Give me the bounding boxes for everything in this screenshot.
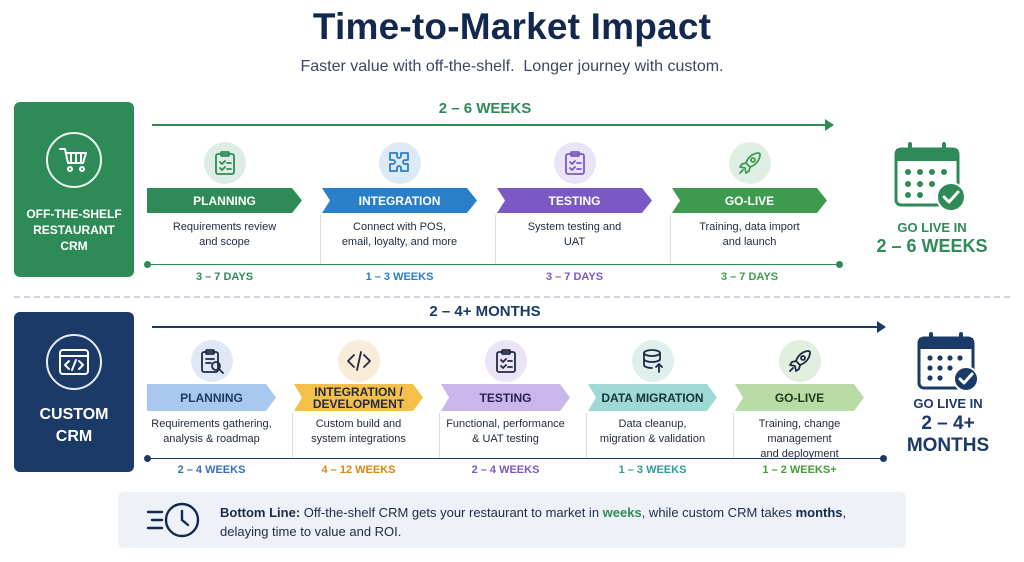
stage-divider [292, 413, 293, 458]
off-shelf-timeline-arrow [152, 119, 834, 131]
off-shelf-baseline-end [836, 261, 843, 268]
stage-testing-chevron: TESTING [497, 188, 652, 213]
page-title: Time-to-Market Impact [312, 6, 712, 47]
stage-integration-duration: 1 – 3 WEEKS [365, 271, 434, 283]
checklist-icon [553, 142, 596, 184]
stage-go-live-duration: 3 – 7 DAYS [720, 271, 779, 283]
stage-planning-duration: 3 – 7 DAYS [195, 271, 254, 283]
custom-panel: CUSTOM CRM [14, 312, 134, 472]
stage-testing-description: System testing and UAT [527, 221, 622, 248]
off-shelf-baseline [147, 264, 841, 265]
custom-panel-label: CUSTOM CRM [39, 406, 109, 445]
bottom-line-callout: Bottom Line: Off-the-shelf CRM gets your… [118, 492, 906, 548]
stage-divider [495, 215, 496, 265]
stage-divider [733, 413, 734, 458]
stage-divider [670, 215, 671, 265]
stage-integration-development-duration: 4 – 12 WEEKS [321, 464, 396, 476]
bottom-line-weeks: weeks [602, 505, 642, 520]
rocket-icon [728, 142, 771, 184]
database-icon [631, 340, 674, 382]
rocket-icon [778, 340, 821, 382]
code-window-icon [46, 334, 102, 390]
stage-data-migration-chevron: DATA MIGRATION [588, 384, 717, 411]
custom-go-live-label: GO LIVE IN [913, 396, 983, 411]
bottom-line-part3: , [842, 505, 847, 520]
stage-integration-development-chevron: INTEGRATION / DEVELOPMENT [294, 384, 423, 411]
checklist-icon [484, 340, 527, 382]
stage-divider [586, 413, 587, 458]
stage-go-live-duration: 1 – 2 WEEKS+ [762, 464, 837, 476]
off-shelf-panel: OFF-THE-SHELF RESTAURANT CRM [14, 102, 134, 277]
stage-integration-description: Connect with POS, email, loyalty, and mo… [341, 221, 458, 248]
stage-divider [320, 215, 321, 265]
clipboard-search-icon [190, 340, 233, 382]
calendar-check-icon [916, 330, 982, 399]
stage-testing-description: Functional, performance & UAT testing [446, 418, 565, 445]
custom-go-live-value: 2 – 4+ MONTHS [906, 413, 990, 456]
stage-integration-chevron: INTEGRATION [322, 188, 477, 213]
bottom-line-part1: Off-the-shelf CRM gets your restaurant t… [303, 505, 603, 520]
section-divider [14, 296, 1010, 298]
fast-clock-icon [146, 500, 202, 545]
bottom-line-part2: , while custom CRM takes [641, 505, 796, 520]
stage-integration-development-description: Custom build and system integrations [311, 418, 406, 445]
stage-planning-chevron: PLANNING [147, 384, 276, 411]
stage-go-live-description: Training, data import and launch [699, 221, 800, 248]
custom-baseline-end [880, 455, 887, 462]
bottom-line-label: Bottom Line: [220, 505, 301, 520]
off-shelf-panel-label: OFF-THE-SHELF RESTAURANT CRM [26, 207, 122, 253]
stage-data-migration-description: Data cleanup, migration & validation [599, 418, 706, 445]
bottom-line-text: Bottom Line: Off-the-shelf CRM gets your… [220, 503, 900, 541]
stage-testing-duration: 2 – 4 WEEKS [471, 464, 540, 476]
stage-go-live-description: Training, change management and deployme… [758, 418, 841, 460]
code-icon [337, 340, 380, 382]
stage-planning-chevron: PLANNING [147, 188, 302, 213]
bottom-line-line2: delaying time to value and ROI. [220, 524, 402, 539]
off-shelf-baseline-start [144, 261, 151, 268]
off-shelf-go-live-value: 2 – 6 WEEKS [876, 236, 988, 256]
stage-data-migration-duration: 1 – 3 WEEKS [618, 464, 687, 476]
stage-go-live-chevron: GO-LIVE [735, 384, 864, 411]
custom-baseline-start [144, 455, 151, 462]
puzzle-icon [378, 142, 421, 184]
custom-timeline-arrow [152, 321, 886, 333]
stage-go-live-chevron: GO-LIVE [672, 188, 827, 213]
off-shelf-total-duration: 2 – 6 WEEKS [438, 100, 532, 117]
off-shelf-go-live-label: GO LIVE IN [897, 220, 967, 235]
calendar-check-icon [893, 140, 969, 219]
page-subtitle: Faster value with off-the-shelf. Longer … [300, 58, 724, 75]
custom-baseline [147, 458, 885, 459]
stage-testing-duration: 3 – 7 DAYS [545, 271, 604, 283]
stage-planning-description: Requirements gathering, analysis & roadm… [151, 418, 272, 445]
clipboard-check-icon [203, 142, 246, 184]
stage-testing-chevron: TESTING [441, 384, 570, 411]
shopping-cart-icon [46, 132, 102, 188]
bottom-line-months: months [795, 505, 843, 520]
stage-divider [439, 413, 440, 458]
custom-total-duration: 2 – 4+ MONTHS [429, 303, 541, 320]
stage-planning-description: Requirements review and scope [172, 221, 277, 248]
stage-planning-duration: 2 – 4 WEEKS [177, 464, 246, 476]
